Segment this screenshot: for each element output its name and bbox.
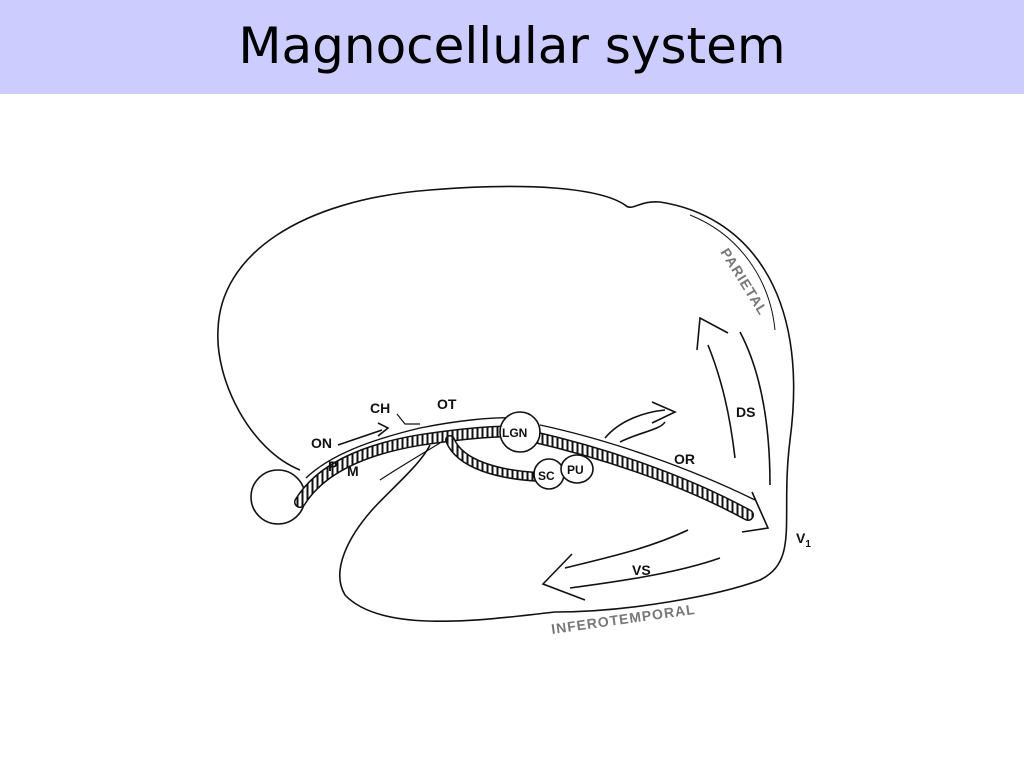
slide-title: Magnocellular system	[238, 17, 786, 75]
label-ot: OT	[437, 396, 457, 412]
label-ds: DS	[736, 404, 755, 420]
label-p: P	[328, 458, 337, 474]
label-vs: VS	[632, 562, 651, 578]
optic-radiation-top-line	[539, 424, 756, 501]
pu-nucleus	[560, 454, 594, 484]
label-parietal: PARIETAL	[717, 245, 771, 318]
lgn-nucleus	[499, 411, 541, 453]
label-sc: SC	[538, 469, 555, 483]
label-v1: V1	[796, 530, 811, 550]
ot-arrow	[337, 429, 383, 446]
title-bar: Magnocellular system	[0, 0, 1024, 94]
v1-arrowhead	[741, 491, 770, 533]
optic-nerve-top-line	[305, 417, 511, 479]
cortical-contour	[689, 214, 776, 331]
label-ch: CH	[370, 400, 390, 416]
label-pu: PU	[567, 463, 584, 477]
label-or: OR	[674, 451, 695, 467]
ventral-stream-arrow	[564, 529, 721, 589]
dorsal-stream-arrow	[707, 331, 771, 486]
label-inferotemporal: INFEROTEMPORAL	[550, 601, 696, 637]
label-on: ON	[311, 435, 332, 451]
ch-leader	[396, 413, 420, 425]
label-m: M	[347, 463, 359, 479]
branch-arrow-up	[604, 409, 666, 443]
label-lgn: LGN	[502, 426, 527, 440]
brain-outline	[217, 185, 795, 622]
magnocellular-pathway-diagram: ON CH OT P M LGN SC PU OR DS VS V1 PARIE…	[217, 185, 811, 637]
